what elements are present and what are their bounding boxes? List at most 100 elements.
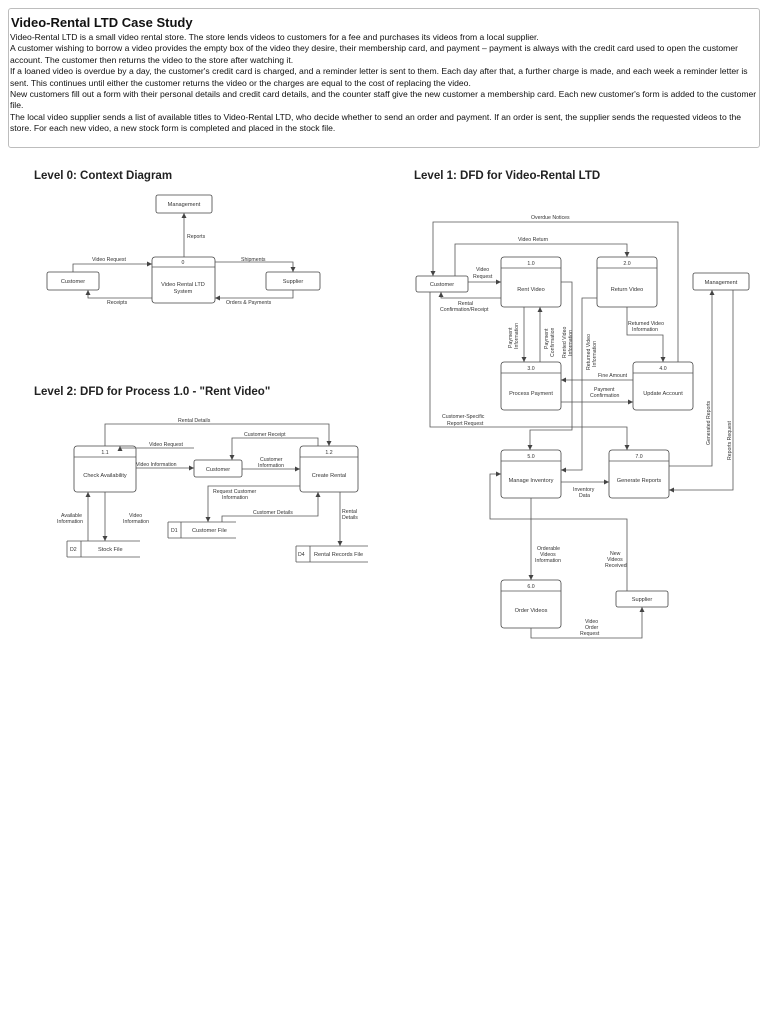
l1-flow-returned-video-v: Returned Video	[586, 334, 592, 370]
svg-text:Confirmation: Confirmation	[590, 393, 620, 399]
svg-text:Report Request: Report Request	[447, 421, 484, 427]
svg-text:Information: Information	[535, 558, 561, 564]
svg-text:Generate Reports: Generate Reports	[617, 478, 662, 484]
l1-management-entity: Management	[692, 272, 750, 291]
l0-flow-receipts: Receipts	[107, 300, 128, 306]
l2-process-1-2-create-rental: 1.2 Create Rental	[299, 445, 359, 493]
svg-text:1.1: 1.1	[101, 450, 108, 456]
l2-flow-video-request: Video Request	[149, 442, 183, 448]
l2-store-d4-rental-records-file: D4 Rental Records File	[295, 545, 368, 563]
l0-supplier-entity: Supplier	[265, 271, 321, 291]
l1-customer-entity: Customer	[415, 275, 469, 293]
l1-flow-reports-request: Reports Request	[727, 421, 733, 460]
l0-management-entity: Management	[155, 194, 213, 214]
svg-text:Rent Video: Rent Video	[517, 287, 545, 293]
case-paragraph-2: A customer wishing to borrow a video pro…	[10, 43, 738, 65]
svg-text:4.0: 4.0	[659, 366, 666, 372]
l1-flow-payment-confirmation: Payment	[544, 328, 550, 349]
svg-text:Details: Details	[342, 515, 358, 521]
l0-flow-orders-payments: Orders & Payments	[226, 300, 272, 306]
svg-text:Information: Information	[514, 323, 520, 349]
l2-flow-video-information: Video Information	[136, 462, 177, 468]
svg-text:1.0: 1.0	[527, 261, 534, 267]
svg-text:Create Rental: Create Rental	[312, 473, 347, 479]
svg-text:Supplier: Supplier	[632, 597, 653, 603]
svg-text:Supplier: Supplier	[283, 279, 304, 285]
svg-text:Information: Information	[57, 519, 83, 525]
l1-flow-returned-video-h: Returned Video	[628, 321, 664, 327]
svg-text:5.0: 5.0	[527, 454, 534, 460]
svg-text:Process Payment: Process Payment	[509, 391, 553, 397]
l0-process-0: 0 Video Rental LTD System	[151, 256, 216, 304]
level0-diagram: Management Customer Supplier 0 Video Ren…	[46, 194, 321, 306]
svg-text:Videos: Videos	[607, 557, 623, 563]
svg-text:6.0: 6.0	[527, 584, 534, 590]
l1-flow-rented-video-info: Rented Video	[562, 327, 568, 358]
l1-flow-video-return: Video Return	[518, 237, 548, 243]
l0-flow-shipments: Shipments	[241, 257, 266, 263]
level1-diagram: Customer Management Supplier 1.0 Rent Vi…	[415, 215, 750, 639]
svg-text:Customer: Customer	[430, 282, 454, 288]
l2-customer-entity: Customer	[193, 459, 243, 478]
svg-text:Information: Information	[568, 330, 574, 356]
svg-text:Information: Information	[123, 519, 149, 525]
l1-flow-orderable-videos: Orderable	[537, 546, 560, 552]
l2-flow-customer-receipt: Customer Receipt	[244, 432, 286, 438]
l1-flow-customer-report-request: Customer-Specific	[442, 414, 485, 420]
l2-flow-request-customer-information: Request Customer	[213, 489, 257, 495]
l1-process-2-return-video: 2.0 Return Video	[596, 256, 658, 308]
svg-text:Return Video: Return Video	[611, 287, 644, 293]
svg-text:D1: D1	[171, 528, 178, 534]
case-study-box: Video-Rental LTD Case Study Video-Rental…	[8, 8, 760, 148]
svg-text:Request: Request	[473, 274, 493, 280]
l1-supplier-entity: Supplier	[615, 590, 669, 608]
svg-text:0: 0	[182, 260, 185, 266]
svg-text:Information: Information	[592, 341, 598, 367]
l2-store-d2-stock-file: D2 Stock File	[66, 540, 140, 558]
l1-flow-inventory-data: Inventory	[573, 487, 595, 493]
l1-flow-new-videos-received: New	[610, 551, 621, 557]
l0-flow-reports: Reports	[187, 234, 206, 240]
l1-flow-generated-reports: Generated Reports	[706, 400, 712, 445]
svg-text:Information: Information	[632, 327, 658, 333]
svg-text:Confirmation: Confirmation	[550, 327, 556, 357]
svg-text:D2: D2	[70, 547, 77, 553]
l1-flow-payment-confirmation-h: Payment	[594, 387, 615, 393]
svg-text:Order: Order	[585, 625, 599, 631]
case-paragraph-3: If a loaned video is overdue by a day, t…	[10, 66, 748, 88]
l1-flow-video-order-request: Video	[585, 619, 598, 625]
svg-text:Information: Information	[258, 463, 284, 469]
svg-text:1.2: 1.2	[325, 450, 332, 456]
case-study-title: Video-Rental LTD Case Study	[11, 15, 193, 30]
svg-text:Customer: Customer	[61, 279, 85, 285]
svg-text:Received: Received	[605, 563, 627, 569]
l1-process-1-rent-video: 1.0 Rent Video	[500, 256, 562, 308]
svg-text:Request: Request	[580, 631, 600, 637]
svg-text:Information: Information	[222, 495, 248, 501]
case-paragraph-5: The local video supplier sends a list of…	[10, 111, 742, 134]
l0-flow-video-request: Video Request	[92, 257, 126, 263]
l2-flow-available-information: Available	[61, 513, 82, 519]
svg-text:Update Account: Update Account	[643, 391, 683, 397]
svg-text:Management: Management	[705, 280, 738, 286]
svg-text:7.0: 7.0	[635, 454, 642, 460]
svg-text:Data: Data	[579, 493, 590, 499]
svg-text:Confirmation/Receipt: Confirmation/Receipt	[440, 307, 489, 313]
l1-flow-payment-information: Payment	[508, 327, 514, 348]
svg-text:Stock File: Stock File	[98, 547, 123, 553]
l1-process-5-manage-inventory: 5.0 Manage Inventory	[500, 449, 562, 499]
l1-flow-rental-confirmation: Rental	[458, 301, 473, 307]
svg-text:Videos: Videos	[540, 552, 556, 558]
svg-text:Check Availability: Check Availability	[83, 473, 127, 479]
svg-text:Customer: Customer	[206, 467, 230, 473]
l1-process-3-process-payment: 3.0 Process Payment	[500, 361, 562, 411]
l1-flow-fine-amount: Fine Amount	[598, 373, 628, 379]
level1-title: Level 1: DFD for Video-Rental LTD	[414, 170, 601, 182]
level2-title: Level 2: DFD for Process 1.0 - "Rent Vid…	[34, 386, 271, 398]
svg-text:2.0: 2.0	[623, 261, 630, 267]
svg-text:Manage Inventory: Manage Inventory	[509, 478, 554, 484]
case-paragraph-1: Video-Rental LTD is a small video rental…	[10, 32, 539, 42]
svg-text:Customer File: Customer File	[192, 528, 227, 534]
l2-flow-video-information-v: Video	[129, 513, 142, 519]
